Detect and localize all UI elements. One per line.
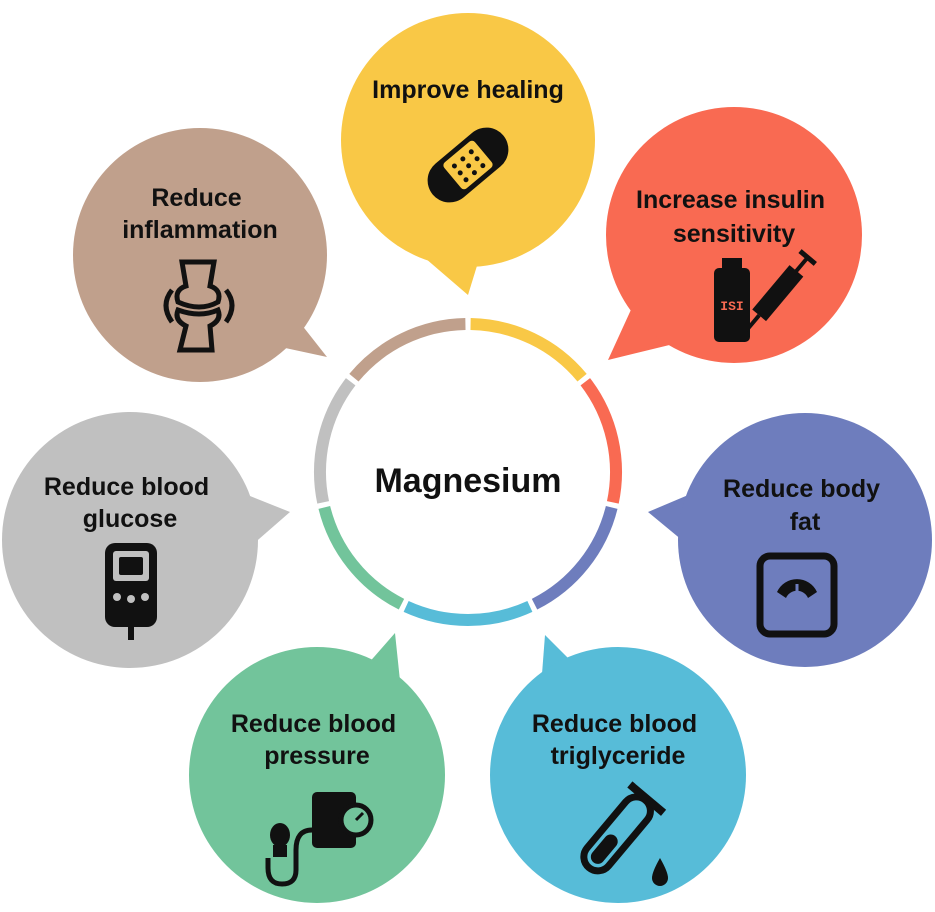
benefit-increase-insulin-sensitivity: Increase insulin sensitivity ISI — [606, 107, 862, 363]
benefit-reduce-blood-glucose: Reduce blood glucose — [2, 412, 290, 668]
ring-segment-inflammation — [349, 318, 466, 382]
bubble-inflammation — [73, 128, 327, 382]
label-triglyceride: Reduce blood triglyceride — [532, 710, 704, 770]
label-pressure: Reduce blood pressure — [231, 710, 403, 770]
weight-scale-icon — [756, 552, 838, 638]
ring-segment-glucose — [314, 378, 356, 504]
ring-segment-healing — [470, 318, 587, 382]
glucose-meter-icon — [105, 543, 157, 640]
label-insulin: Increase insulin sensitivity — [636, 186, 832, 248]
center-ring — [314, 318, 622, 626]
label-glucose: Reduce blood glucose — [44, 473, 216, 533]
ring-segment-insulin — [580, 378, 622, 504]
joint-icon — [163, 259, 235, 353]
bubble-insulin — [606, 107, 862, 363]
benefit-reduce-blood-pressure: Reduce blood pressure — [189, 633, 445, 903]
insulin-vial-label: ISI — [720, 299, 743, 314]
bandage-icon — [427, 127, 509, 203]
label-improve-healing: Improve healing — [372, 76, 564, 104]
bubble-pressure — [189, 647, 445, 903]
test-tube-icon — [580, 781, 668, 886]
label-inflammation: Reduce inflammation — [122, 184, 278, 244]
ring-segment-pressure — [318, 505, 405, 610]
center-title: Magnesium — [374, 462, 561, 500]
bubble-glucose — [2, 412, 258, 668]
benefit-reduce-body-fat: Reduce body fat — [648, 413, 932, 667]
blood-pressure-monitor-icon — [265, 792, 374, 887]
bubble-body-fat — [678, 413, 932, 667]
ring-segment-triglyceride — [403, 600, 533, 626]
label-body-fat: Reduce body fat — [723, 475, 887, 536]
ring-segment-body-fat — [531, 505, 618, 610]
bubble-triglyceride — [490, 647, 746, 903]
insulin-injection-icon: ISI — [714, 249, 817, 342]
benefit-reduce-blood-triglyceride: Reduce blood triglyceride — [490, 635, 746, 903]
benefit-reduce-inflammation: Reduce inflammation — [73, 128, 327, 382]
benefit-improve-healing: Improve healing — [341, 13, 595, 295]
